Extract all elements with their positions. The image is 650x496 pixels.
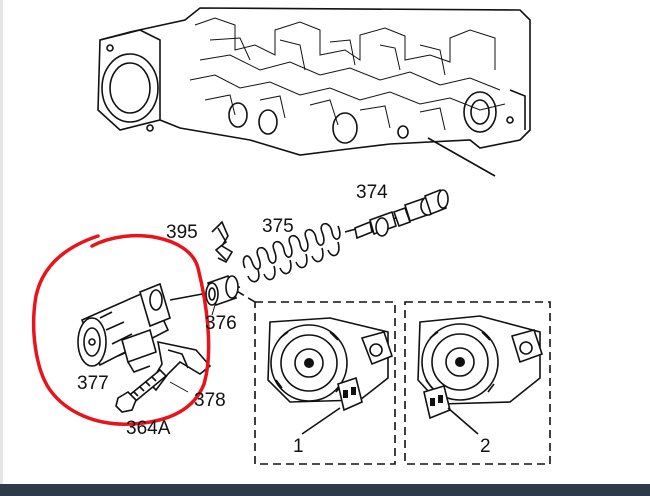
leader-376 [211, 304, 216, 316]
leader-378 [169, 381, 189, 393]
valve-body-casting [97, 7, 531, 156]
red-annotation-circle [31, 233, 211, 426]
inset-view-2 [404, 301, 551, 465]
label-374: 374 [356, 182, 388, 203]
label-377: 377 [77, 373, 109, 394]
valve-spool-374 [354, 188, 449, 240]
label-view-1: 1 [293, 436, 304, 457]
retainer-clip-395 [211, 220, 234, 264]
label-375: 375 [262, 216, 294, 237]
solenoid-377 [77, 282, 171, 373]
label-378: 378 [194, 390, 226, 411]
label-view-2: 2 [480, 436, 491, 457]
label-376: 376 [205, 313, 237, 334]
inset-view-1 [234, 289, 396, 465]
bottom-toolbar-strip [0, 484, 650, 496]
alignment-line-upper [427, 137, 496, 177]
spring-375 [242, 222, 341, 283]
sleeve-376 [205, 274, 239, 307]
label-395: 395 [166, 222, 198, 243]
left-edge-strip [0, 0, 3, 484]
transmission-valve-body-diagram: 374 375 395 376 377 378 364A 1 2 [31, 7, 551, 465]
bolt-364a [115, 368, 168, 413]
label-364a: 364A [126, 418, 171, 439]
